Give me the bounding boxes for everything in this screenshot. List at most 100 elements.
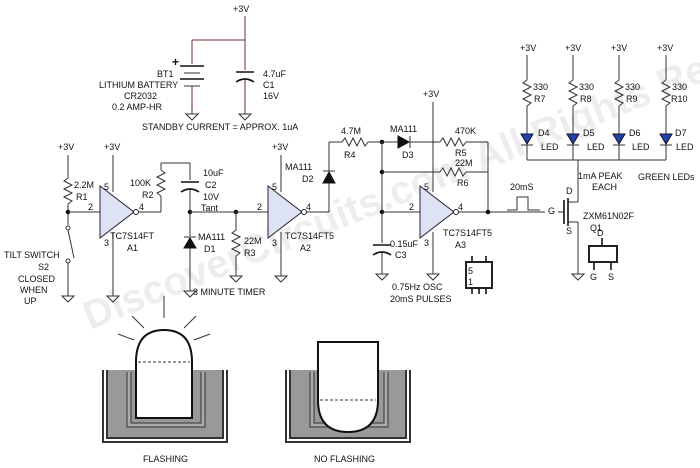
r1-value: 2.2M [74, 180, 94, 190]
led1-label: LED [541, 142, 559, 152]
led2-vcc: +3V [565, 43, 581, 53]
led-column-3: +3V 330 R9 D6 LED [611, 43, 650, 160]
d1-diode [183, 237, 197, 249]
a3-pin2: 2 [409, 202, 414, 212]
led4-d-ref: D7 [675, 128, 687, 138]
a2-pin2: 2 [257, 202, 262, 212]
led4-vcc: +3V [657, 43, 673, 53]
a1-pin2: 2 [88, 202, 93, 212]
led1-r-ref: R7 [534, 94, 546, 104]
q1-source-label: S [566, 226, 572, 236]
vcc-label-battery: +3V [233, 4, 249, 14]
a1-part: TC7S14FT [110, 231, 155, 241]
r2-ref: R2 [142, 190, 154, 200]
standby-note: STANDBY CURRENT = APPROX. 1uA [142, 122, 298, 132]
vcc-label-a1: +3V [104, 142, 120, 152]
a2-pin5: 5 [272, 182, 277, 192]
vcc-label-a2: +3V [272, 142, 288, 152]
vcc-label-r1: +3V [58, 142, 74, 152]
d2-ref: D2 [302, 174, 314, 184]
led3-vcc: +3V [611, 43, 627, 53]
r6-resistor [439, 166, 467, 178]
r6-value: 22M [455, 158, 473, 168]
c1-value: 4.7uF [263, 69, 287, 79]
bt1-capacity: 0.2 AMP-HR [112, 102, 163, 112]
sot-s: S [608, 272, 614, 282]
led1-r-value: 330 [533, 82, 548, 92]
s2-ref: S2 [38, 262, 49, 272]
led4-r-value: 330 [672, 82, 687, 92]
c1-ref: C1 [263, 80, 275, 90]
led2-label: LED [587, 142, 605, 152]
c2-type: Tant [201, 203, 219, 213]
battery-plus: + [172, 55, 179, 69]
a2-pin3: 3 [272, 238, 277, 248]
green-leds-label: GREEN LEDs [638, 172, 695, 182]
q1-sot23-package: D G S [588, 228, 618, 282]
s2-line1: TILT SWITCH [4, 250, 60, 260]
caption-no-flashing: NO FLASHING [314, 454, 375, 464]
a2-buffer [267, 184, 303, 240]
c2-value: 10uF [203, 168, 224, 178]
a1-pin5: 5 [104, 182, 109, 192]
a3-pin3: 3 [424, 238, 429, 248]
q1-part: ZXM61N02F [583, 211, 635, 221]
a3-pin4: 4 [458, 202, 463, 212]
led-column-2: +3V 330 R8 D5 LED [565, 43, 605, 160]
watermark: DiscoverCircuits.com All Rights Reserved [77, 0, 700, 338]
q1-drain-label: D [566, 186, 573, 196]
led3-r-ref: R9 [626, 94, 638, 104]
c3-value: 0.15uF [390, 239, 419, 249]
sot-g: G [590, 272, 597, 282]
d3-ref: D3 [402, 150, 414, 160]
c2-voltage: 10V [203, 192, 219, 202]
osc-line1: 0.75Hz OSC [392, 282, 443, 292]
d2-part: MA111 [285, 162, 312, 172]
bt1-part: CR2032 [124, 91, 157, 101]
d1-part: MA111 [198, 232, 225, 242]
r5-value: 470K [455, 126, 476, 136]
q1-mosfet [558, 186, 579, 268]
led3-label: LED [632, 142, 650, 152]
r1-ref: R1 [76, 192, 88, 202]
q1-gate-label: G [548, 206, 555, 216]
r4-ref: R4 [344, 150, 356, 160]
tilt-switch [67, 229, 75, 259]
s2-line4: WHEN [20, 285, 48, 295]
c3-ref: C3 [395, 250, 407, 260]
pulse-waveform [507, 196, 540, 211]
r1-resistor [62, 177, 74, 205]
peak-line2: EACH [592, 182, 617, 192]
r5-ref: R5 [455, 148, 467, 158]
led3-r-value: 330 [625, 82, 640, 92]
c1-voltage: 16V [263, 91, 279, 101]
led4-label: LED [676, 142, 694, 152]
c1-symbol [235, 71, 255, 108]
d3-diode [397, 135, 411, 149]
d1-ref: D1 [204, 244, 216, 254]
s2-line5: UP [24, 296, 37, 306]
bt1-ref: BT1 [157, 69, 174, 79]
led2-r-ref: R8 [580, 94, 592, 104]
led1-vcc: +3V [520, 43, 536, 53]
led-column-4: +3V 330 R10 D7 LED [657, 43, 694, 160]
no-flashing-illustration [285, 341, 411, 443]
pkg-pin5: 5 [468, 266, 473, 276]
led-column-1: +3V 330 R7 D4 LED [520, 43, 559, 160]
c2-ref: C2 [205, 180, 217, 190]
a3-buffer [419, 184, 455, 240]
s2-line3: CLOSED [18, 274, 56, 284]
peak-line1: 1mA PEAK [578, 171, 623, 181]
a3-ref: A3 [455, 240, 466, 250]
led2-d-ref: D5 [583, 128, 595, 138]
a1-pin4: 4 [139, 202, 144, 212]
led1-d-ref: D4 [538, 128, 550, 138]
a1-buffer [99, 184, 135, 240]
r3-value: 22M [244, 236, 262, 246]
pkg-pin1: 1 [468, 277, 473, 287]
pulse-label: 20mS [510, 182, 534, 192]
a3-pin5: 5 [424, 182, 429, 192]
caption-flashing: FLASHING [143, 454, 188, 464]
r3-resistor [230, 229, 242, 257]
sot-d: D [597, 228, 604, 238]
